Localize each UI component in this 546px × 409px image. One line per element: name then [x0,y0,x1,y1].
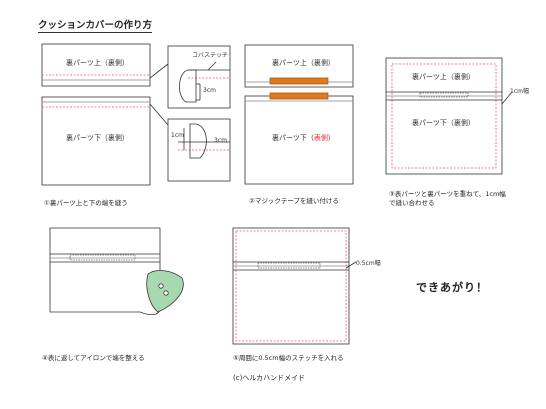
label-3cm-lower: 3cm [214,137,227,144]
step3-outer-panel [385,57,503,175]
label-1cm: 1cm [171,132,184,139]
flap-button-2 [163,290,169,296]
label-3cm: 3cm [203,87,216,94]
step3-caption-line2: で縫い合わせる [389,199,435,207]
label-1cm-width: 1cm幅 [510,88,529,95]
callout-line-upper [149,63,169,79]
upper-back-panel [41,43,151,87]
lower-back-panel [41,96,151,186]
step4-diagram [49,227,184,316]
label-step3-upper: 裏パーツ上（裏側） [412,73,475,81]
step3-velcro [419,92,469,98]
label-step2-upper: 裏パーツ上（裏側） [272,59,335,67]
step1-diagram [41,43,231,186]
step5-topstitch [235,230,347,342]
step3-diagram [385,57,513,175]
step2-diagram [244,44,354,185]
step4-caption: ④表に返してアイロンで端を整える [42,354,145,362]
flap-button-1 [158,283,164,289]
velcro-lower [269,92,329,100]
step4-velcro [69,254,136,261]
step5-cushion [232,227,350,345]
velcro-upper [269,77,329,85]
detail-lower-fold [189,123,207,159]
step3-callout [501,91,513,105]
step5-callout [345,261,357,269]
label-step3-lower: 裏パーツ下（裏側） [412,119,475,127]
page-title: クッションカバーの作り方 [38,17,153,33]
step5-caption: ⑤周囲に0.5cm幅のステッチを入れる [233,354,344,362]
credit-text: (c)ヘルカハンドメイド [233,374,306,382]
step2-caption: ②マジックテープを縫い付ける [249,197,339,205]
step4-cushion [49,227,161,316]
detail-upper-fold [179,69,197,103]
label-half-cm-width: 0.5cm幅 [356,260,381,267]
label-kobasu-stitch: コバステッチ [192,52,229,59]
step2-upper-panel [244,44,354,88]
step3-seam-line [391,63,497,169]
detail-box-upper [167,45,231,109]
finished-label: できあがり！ [416,281,488,294]
step3-caption: ③表パーツと裏パーツを重ねて、1cm幅 で縫い合わせる [389,190,506,208]
detail-upper-pointer [207,61,217,71]
step3-caption-line1: ③表パーツと裏パーツを重ねて、1cm幅 [389,190,506,198]
label-step2-lower: 裏パーツ下（表側） [272,134,335,142]
label-upper-back: 裏パーツ上（裏側） [66,59,129,67]
step5-diagram [232,227,357,345]
step5-velcro [257,262,321,269]
label-lower-back: 裏パーツ下（裏側） [66,134,129,142]
detail-box-lower [167,118,231,182]
callout-line-lower [149,103,169,126]
step1-caption: ①裏パーツ上と下の端を縫う [44,199,128,207]
